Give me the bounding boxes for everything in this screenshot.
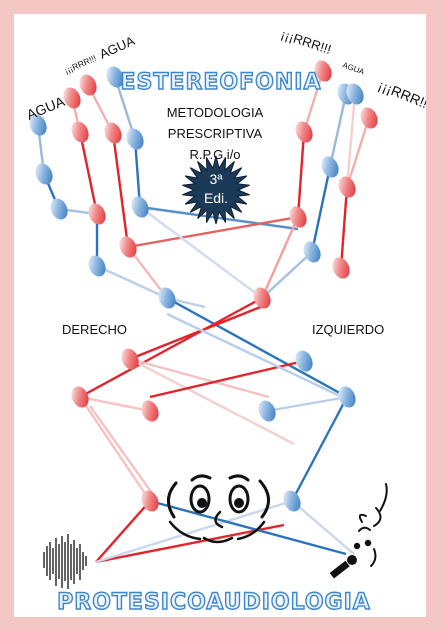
bottom-title: PROTESICOAUDIOLOGIA (57, 590, 371, 615)
shout-agua-right: AGUA (341, 60, 366, 76)
red-node (79, 74, 97, 96)
blue-node (35, 163, 53, 185)
red-node (295, 121, 313, 143)
red-node (253, 287, 271, 309)
starburst-badge-icon: 3ª Edi. (182, 155, 250, 225)
singer-microphone-icon (329, 483, 388, 579)
blue-node (106, 66, 124, 88)
red-node (71, 121, 89, 143)
poster: 3ª Edi. ESTEREOFONIA METODOLOGIA PRESCRI… (14, 14, 426, 617)
blue-node (346, 83, 364, 105)
red-node (121, 348, 139, 370)
red-node (63, 87, 81, 109)
waveform-icon (43, 534, 87, 589)
red-node (141, 400, 159, 422)
red-node (338, 176, 356, 198)
method-line-2: PRESCRIPTIVA (168, 126, 263, 141)
label-izquierdo: IZQUIERDO (312, 322, 384, 337)
shout-rrr-top: ¡¡¡RRR!!! (279, 27, 333, 57)
shout-rrr-right: ¡¡¡RRR!!! (376, 77, 426, 113)
shout-rrr-left: ¡¡¡RRR!!! (63, 53, 98, 76)
red-node (88, 203, 106, 225)
shout-agua-left: AGUA (24, 93, 67, 123)
blue-node (258, 400, 276, 422)
red-node (314, 60, 332, 82)
edition-number: 3ª (210, 171, 224, 187)
blue-node (338, 386, 356, 408)
red-node (289, 206, 307, 228)
edition-label: Edi. (204, 190, 228, 206)
red-node (119, 236, 137, 258)
blue-node (303, 241, 321, 263)
top-title: ESTEREOFONIA (121, 70, 322, 95)
blue-node (131, 196, 149, 218)
diagram: 3ª Edi. ESTEREOFONIA METODOLOGIA PRESCRI… (24, 27, 426, 616)
blue-node (158, 287, 176, 309)
red-node (360, 107, 378, 129)
blue-node (295, 350, 313, 372)
red-node (141, 490, 159, 512)
method-line-3: R.P.G.i/o (189, 147, 240, 162)
red-node (71, 386, 89, 408)
nodes (29, 60, 378, 512)
method-line-1: METODOLOGIA (167, 105, 264, 120)
face-icon (167, 474, 270, 544)
red-node (332, 257, 350, 279)
blue-node (321, 156, 339, 178)
blue-node (126, 128, 144, 150)
red-node (104, 122, 122, 144)
shout-agua-center: AGUA (97, 33, 137, 62)
blue-node (50, 198, 68, 220)
blue-node (88, 255, 106, 277)
blue-node (283, 490, 301, 512)
blue-node (29, 114, 47, 136)
label-derecho: DERECHO (62, 322, 127, 337)
